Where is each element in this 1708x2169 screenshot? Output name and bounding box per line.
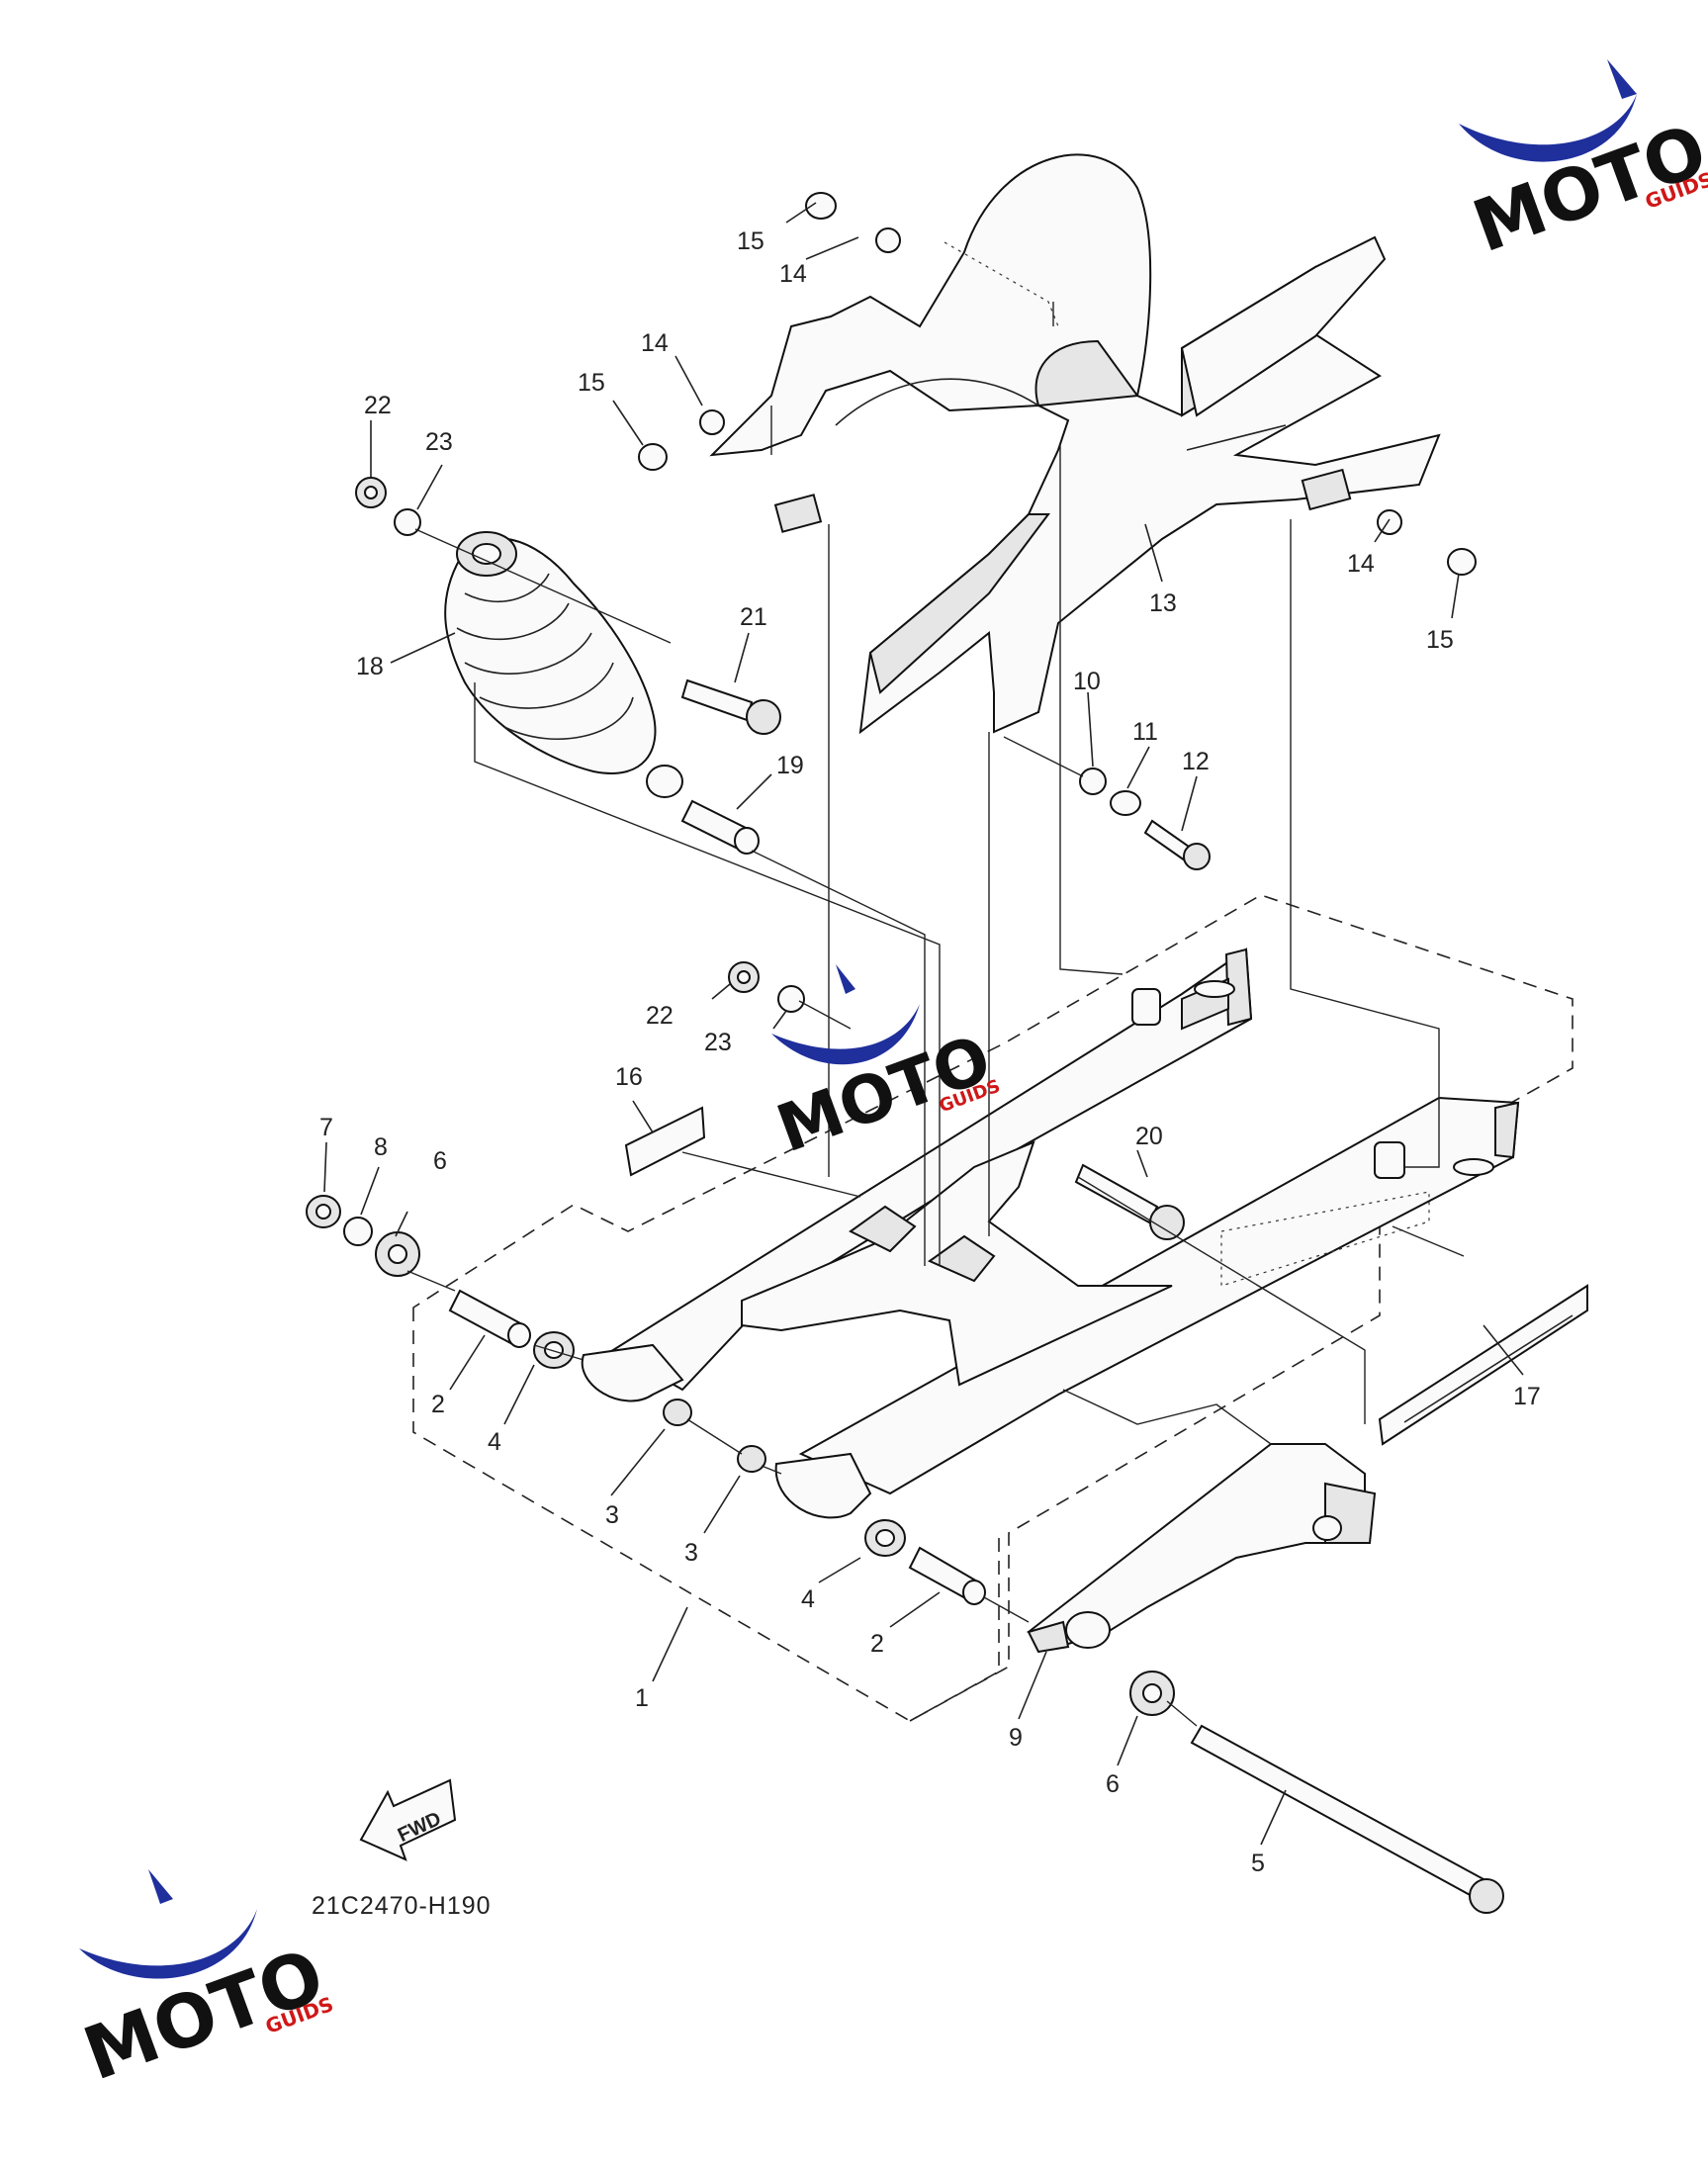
callout-17: 17 <box>1513 1383 1541 1410</box>
callout-15-mid: 15 <box>578 369 605 397</box>
swingarm <box>581 948 1520 1519</box>
callout-8: 8 <box>374 1133 388 1161</box>
callout-numbers: 1 2 2 3 3 4 4 5 6 6 7 8 9 10 11 12 13 14… <box>319 227 1541 1877</box>
callout-14-top: 14 <box>779 260 807 288</box>
rear-shock-absorber <box>444 531 683 798</box>
callout-6-right: 6 <box>1106 1770 1120 1798</box>
callout-14-right: 14 <box>1347 550 1375 578</box>
callout-15-top: 15 <box>737 227 764 255</box>
callout-12: 12 <box>1182 748 1210 775</box>
callout-20: 20 <box>1135 1123 1163 1150</box>
callout-16: 16 <box>615 1063 643 1091</box>
callout-11: 11 <box>1132 718 1158 746</box>
hardware <box>306 192 1588 1914</box>
chain-guide <box>1027 1443 1377 1654</box>
callout-19: 19 <box>776 752 804 779</box>
callout-23-top: 23 <box>425 428 453 456</box>
callout-2-left: 2 <box>431 1391 445 1418</box>
callout-23-mid: 23 <box>704 1029 732 1056</box>
callout-7: 7 <box>319 1114 333 1141</box>
callout-22-mid: 22 <box>646 1002 674 1030</box>
callout-3-left: 3 <box>605 1501 619 1529</box>
callout-14-mid: 14 <box>641 329 669 357</box>
callout-3-right: 3 <box>684 1539 698 1567</box>
callout-10: 10 <box>1073 668 1101 695</box>
callout-5: 5 <box>1251 1850 1265 1877</box>
callout-1: 1 <box>635 1684 649 1712</box>
diagram-code: 21C2470-H190 <box>312 1892 492 1920</box>
callout-2-right: 2 <box>870 1630 884 1658</box>
callout-13: 13 <box>1149 589 1177 617</box>
fwd-arrow: FWD <box>359 1778 457 1861</box>
callout-4-right: 4 <box>801 1585 815 1613</box>
callout-15-right: 15 <box>1426 626 1454 654</box>
callout-22-top: 22 <box>364 392 392 419</box>
watermark-logo-top: MOTO GUIDS <box>1459 59 1708 268</box>
leader-lines <box>406 302 1465 1727</box>
rear-fender <box>709 153 1441 735</box>
callout-leaders <box>323 202 1524 1846</box>
callout-18: 18 <box>356 653 384 680</box>
watermark-logo-bottom: MOTO GUIDS <box>73 1869 336 2098</box>
callout-21: 21 <box>740 603 767 631</box>
callout-9: 9 <box>1009 1724 1023 1752</box>
callout-6-left: 6 <box>433 1147 447 1175</box>
callout-4-left: 4 <box>488 1428 501 1456</box>
